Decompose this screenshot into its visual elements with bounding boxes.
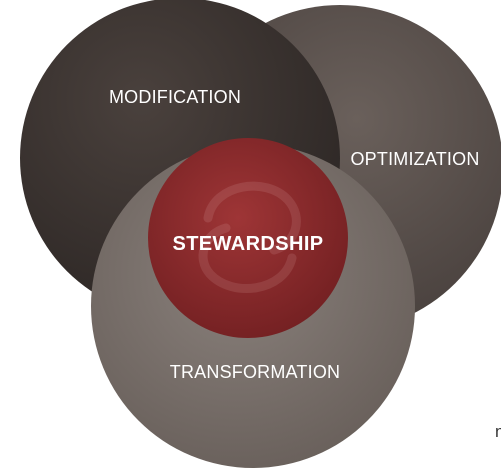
modification-label: MODIFICATION xyxy=(109,87,241,107)
stewardship-circle xyxy=(148,138,348,338)
stray-text-fragment: n xyxy=(495,422,501,441)
stewardship-label: STEWARDSHIP xyxy=(172,233,323,255)
transformation-label: TRANSFORMATION xyxy=(170,362,340,382)
optimization-label: OPTIMIZATION xyxy=(350,149,479,169)
swirl-logo-icon xyxy=(198,181,301,293)
